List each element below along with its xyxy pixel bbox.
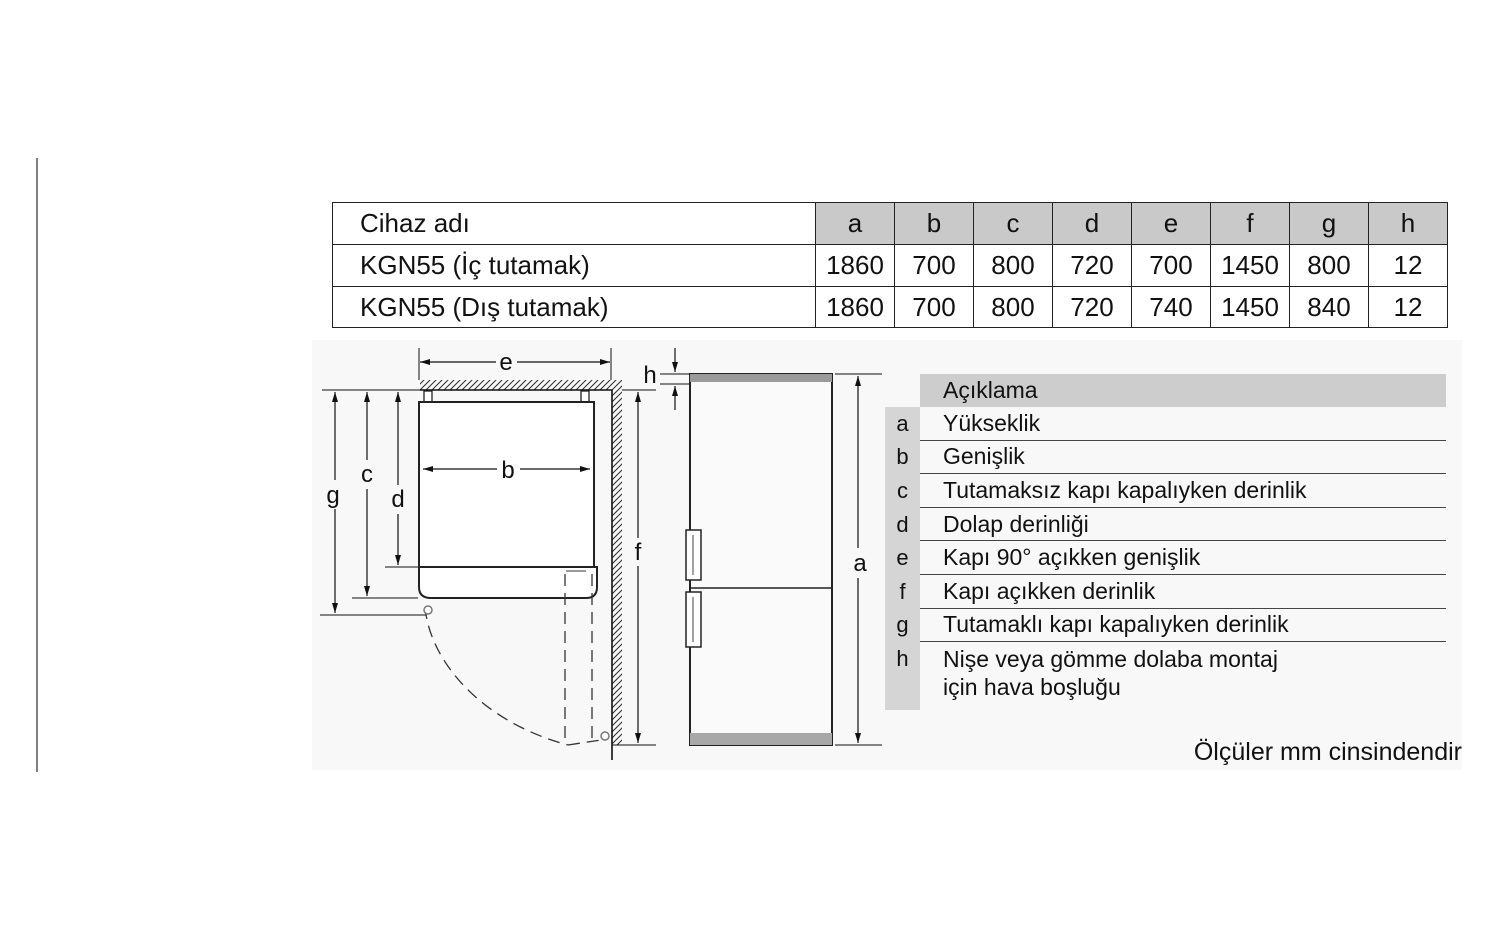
legend-text-line: Nişe veya gömme dolaba montaj bbox=[943, 646, 1278, 673]
column-header-f: f bbox=[1210, 202, 1290, 245]
label-a: a bbox=[853, 550, 867, 577]
device-name-cell: KGN55 (İç tutamak) bbox=[332, 244, 816, 287]
legend-text: Tutamaklı kapı kapalıyken derinlik bbox=[920, 609, 1446, 643]
legend-item: f Kapı açıkken derinlik bbox=[885, 574, 1446, 609]
column-header-d: d bbox=[1052, 202, 1132, 245]
value-cell-f: 1450 bbox=[1210, 244, 1290, 287]
fridge-body-top-view bbox=[418, 401, 595, 568]
legend-text: Genişlik bbox=[920, 441, 1446, 475]
value-cell-b: 700 bbox=[894, 244, 974, 287]
value-cell-e: 700 bbox=[1131, 244, 1211, 287]
label-e: e bbox=[499, 349, 512, 376]
value-cell-b: 700 bbox=[894, 286, 974, 328]
label-g: g bbox=[326, 482, 339, 509]
value-cell-c: 800 bbox=[973, 286, 1053, 328]
legend-key: b bbox=[885, 440, 920, 475]
value-cell-e: 740 bbox=[1131, 286, 1211, 328]
legend-key: g bbox=[885, 608, 920, 643]
legend-text: Tutamaksız kapı kapalıyken derinlik bbox=[920, 474, 1446, 508]
wall-hatch-top bbox=[420, 380, 622, 390]
legend: Açıklama a Yükseklik b Genişlik c Tutama… bbox=[885, 374, 1446, 711]
front-view-diagram: h a bbox=[643, 348, 882, 746]
legend-item: g Tutamaklı kapı kapalıyken derinlik bbox=[885, 608, 1446, 643]
legend-key: a bbox=[885, 407, 920, 441]
legend-key: e bbox=[885, 541, 920, 575]
legend-item: c Tutamaksız kapı kapalıyken derinlik bbox=[885, 474, 1446, 508]
door-swing-arc bbox=[424, 606, 569, 746]
legend-key: h bbox=[885, 642, 920, 711]
value-cell-h: 12 bbox=[1368, 286, 1448, 328]
legend-text: Yükseklik bbox=[920, 407, 1446, 441]
value-cell-a: 1860 bbox=[815, 286, 895, 328]
label-c: c bbox=[361, 461, 373, 488]
fridge-base-plinth bbox=[690, 733, 832, 745]
label-b: b bbox=[501, 457, 514, 484]
legend-text: Kapı 90° açıkken genişlik bbox=[920, 541, 1446, 575]
label-f: f bbox=[635, 539, 642, 566]
legend-title: Açıklama bbox=[920, 374, 1446, 407]
label-h: h bbox=[643, 362, 656, 389]
legend-text: Kapı açıkken derinlik bbox=[920, 575, 1446, 609]
value-cell-d: 720 bbox=[1052, 286, 1132, 328]
column-header-e: e bbox=[1131, 202, 1211, 245]
label-d: d bbox=[391, 486, 404, 513]
fridge-top-cap bbox=[690, 374, 832, 382]
column-header-a: a bbox=[815, 202, 895, 245]
legend-item: a Yükseklik bbox=[885, 407, 1446, 441]
wall-hatch-side bbox=[612, 390, 622, 745]
table-row: KGN55 (Dış tutamak) 1860 700 800 720 740… bbox=[332, 286, 1448, 328]
legend-text: Dolap derinliği bbox=[920, 508, 1446, 542]
door-top-view bbox=[418, 566, 598, 599]
device-name-header: Cihaz adı bbox=[332, 202, 816, 245]
column-header-b: b bbox=[894, 202, 974, 245]
legend-item: d Dolap derinliği bbox=[885, 507, 1446, 542]
legend-key: f bbox=[885, 574, 920, 609]
legend-key: d bbox=[885, 507, 920, 542]
value-cell-h: 12 bbox=[1368, 244, 1448, 287]
device-name-cell: KGN55 (Dış tutamak) bbox=[332, 286, 816, 328]
column-header-h: h bbox=[1368, 202, 1448, 245]
table-header-row: Cihaz adı a b c d e f g h bbox=[332, 202, 1448, 245]
door-open-bottom bbox=[567, 739, 602, 746]
column-header-c: c bbox=[973, 202, 1053, 245]
hinge-icon bbox=[423, 605, 433, 615]
units-note: Ölçüler mm cinsindendir bbox=[1193, 738, 1462, 766]
legend-item: e Kapı 90° açıkken genişlik bbox=[885, 541, 1446, 575]
legend-item: h Nişe veya gömme dolaba montaj için hav… bbox=[885, 642, 1446, 711]
legend-key: c bbox=[885, 474, 920, 508]
value-cell-a: 1860 bbox=[815, 244, 895, 287]
table-row: KGN55 (İç tutamak) 1860 700 800 720 700 … bbox=[332, 244, 1448, 287]
top-view-diagram: e b g c d f bbox=[320, 348, 656, 760]
legend-item: b Genişlik bbox=[885, 440, 1446, 475]
value-cell-g: 840 bbox=[1289, 286, 1369, 328]
dimensions-table: Cihaz adı a b c d e f g h KGN55 (İç tuta… bbox=[332, 202, 1448, 328]
legend-text: Nişe veya gömme dolaba montaj için hava … bbox=[920, 642, 1446, 710]
spacer-right bbox=[580, 390, 590, 403]
hinge-open-icon bbox=[600, 731, 610, 741]
value-cell-d: 720 bbox=[1052, 244, 1132, 287]
fridge-front bbox=[689, 373, 833, 746]
column-header-g: g bbox=[1289, 202, 1369, 245]
wall-outline bbox=[420, 389, 613, 760]
value-cell-g: 800 bbox=[1289, 244, 1369, 287]
spacer-left bbox=[423, 390, 433, 403]
value-cell-f: 1450 bbox=[1210, 286, 1290, 328]
legend-text-line: için hava boşluğu bbox=[943, 674, 1121, 701]
value-cell-c: 800 bbox=[973, 244, 1053, 287]
